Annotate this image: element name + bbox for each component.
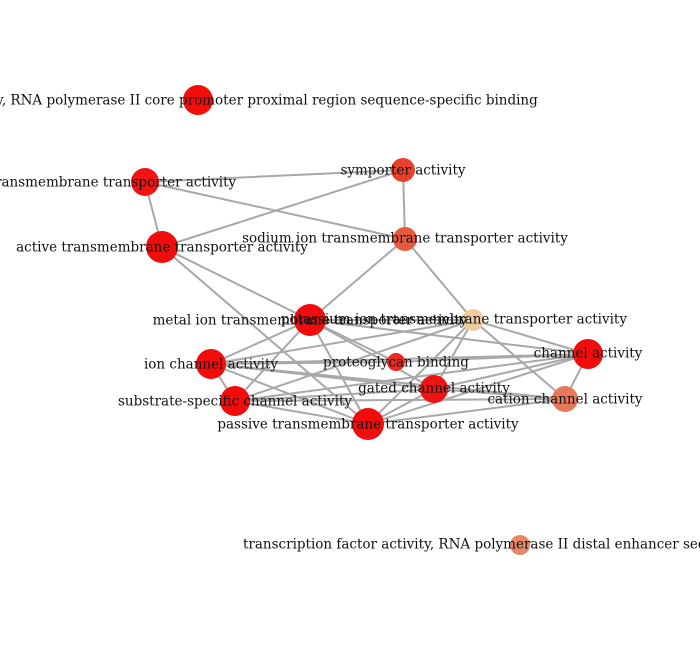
node-layer	[131, 85, 603, 555]
edge-channel-gated_channel	[433, 353, 589, 390]
node-label-sodium-ion: sodium ion transmembrane transporter act…	[242, 231, 568, 247]
edge-potassium_ion-channel	[472, 319, 589, 355]
edge-gated_channel-substrate_channel	[234, 388, 435, 402]
node-tf-distal[interactable]	[510, 535, 530, 555]
node-tf-core[interactable]	[183, 85, 213, 115]
edge-active_trans-metal_ion	[161, 246, 311, 321]
node-proteoglycan[interactable]	[387, 353, 405, 371]
edge-substrate_channel-passive_trans	[234, 400, 369, 425]
edge-passive_trans-cation_channel	[367, 398, 566, 425]
node-label-cation-channel: cation channel activity	[487, 392, 642, 408]
node-label-symporter: symporter activity	[340, 163, 465, 179]
node-channel[interactable]	[573, 339, 603, 369]
node-label-potassium-ion: potassium ion transmembrane transporter …	[281, 312, 628, 328]
edge-ion_channel-proteoglycan	[210, 361, 397, 365]
edge-proteoglycan-channel	[395, 353, 589, 363]
node-label-tf-distal: transcription factor activity, RNA polym…	[243, 537, 700, 553]
edge-layer	[144, 169, 589, 425]
edge-sodium_ion-metal_ion	[309, 238, 406, 321]
edge-channel-passive_trans	[367, 353, 589, 425]
edge-potassium_ion-passive_trans	[367, 319, 474, 425]
node-metal-ion[interactable]	[294, 304, 326, 336]
node-cation-channel[interactable]	[552, 386, 578, 412]
node-label-channel: channel activity	[534, 346, 643, 362]
node-ion-channel[interactable]	[196, 349, 226, 379]
node-label-substrate-channel: substrate-specific channel activity	[118, 394, 352, 410]
edge-sodium_ion-potassium_ion	[404, 238, 474, 321]
node-label-gated-channel: gated channel activity	[358, 381, 510, 397]
edge-secondary_active-symporter	[144, 169, 404, 183]
node-symporter[interactable]	[391, 158, 415, 182]
node-sodium-ion[interactable]	[393, 227, 417, 251]
node-potassium-ion[interactable]	[462, 309, 484, 331]
node-label-active-trans: active transmembrane transporter activit…	[16, 240, 308, 256]
edge-metal_ion-substrate_channel	[234, 319, 311, 402]
node-substrate-channel[interactable]	[220, 386, 250, 416]
node-label-ion-channel: ion channel activity	[144, 357, 278, 373]
edge-metal_ion-passive_trans	[309, 319, 369, 425]
edge-potassium_ion-cation_channel	[472, 319, 566, 400]
node-secondary-active[interactable]	[131, 168, 159, 196]
label-layer: transcription factor activity, RNA polym…	[0, 93, 700, 553]
edge-gated_channel-cation_channel	[433, 388, 566, 400]
edge-metal_ion-channel	[309, 319, 589, 355]
node-label-tf-core: transcription factor activity, RNA polym…	[0, 93, 538, 109]
node-active-trans[interactable]	[146, 231, 178, 263]
node-passive-trans[interactable]	[352, 408, 384, 440]
edge-metal_ion-ion_channel	[210, 319, 311, 365]
edge-potassium_ion-ion_channel	[210, 319, 474, 365]
node-gated-channel[interactable]	[420, 375, 448, 403]
edge-channel-substrate_channel	[234, 353, 589, 402]
edge-symporter-active_trans	[161, 169, 404, 248]
node-label-metal-ion: metal ion transmembrane transporter acti…	[153, 313, 468, 329]
node-label-proteoglycan: proteoglycan binding	[323, 355, 469, 371]
node-label-passive-trans: passive transmembrane transporter activi…	[217, 417, 519, 433]
node-label-secondary-active: secondary active transmembrane transport…	[0, 175, 237, 191]
edge-substrate_channel-cation_channel	[234, 398, 566, 402]
